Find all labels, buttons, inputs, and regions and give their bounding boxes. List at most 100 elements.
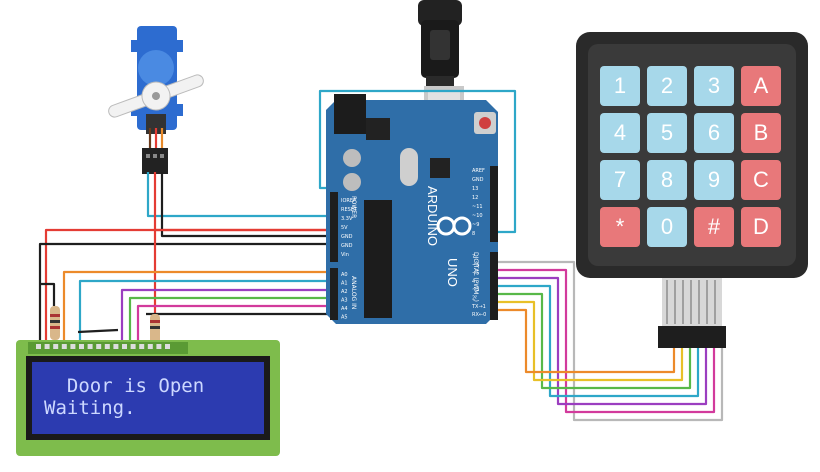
keypad-key-label: B: [754, 120, 769, 145]
keypad-key-label: 5: [661, 120, 673, 145]
keypad-key-label: 2: [661, 73, 673, 98]
power-jack: [334, 94, 366, 134]
keypad-key-label: A: [754, 73, 769, 98]
keypad-key[interactable]: #: [694, 207, 734, 247]
pin-label: ~6: [472, 262, 479, 268]
keypad-key[interactable]: 3: [694, 66, 734, 106]
pin-label: 5V: [341, 225, 348, 231]
keypad-key-label: #: [708, 214, 721, 239]
arduino-uno-board[interactable]: ARDUINO UNO POWER ANALOG IN DIGITAL (PWM…: [326, 94, 498, 324]
digital-header-bottom[interactable]: [490, 252, 498, 320]
servo-horn[interactable]: [104, 66, 208, 127]
digital-header-top[interactable]: [490, 166, 498, 242]
keypad-key-label: 6: [708, 120, 720, 145]
pin-label: A5: [341, 315, 348, 321]
pin-label: GND: [341, 234, 353, 240]
keypad-key-label: 7: [614, 167, 626, 192]
lcd-line-1: Door is Open: [44, 375, 204, 397]
pin-label: ~9: [472, 222, 479, 228]
lcd-pin[interactable]: [130, 344, 136, 349]
lcd-line-2: Waiting.: [44, 397, 136, 419]
lcd-pin[interactable]: [79, 344, 84, 349]
lcd-pin[interactable]: [87, 344, 93, 349]
pin-label: GND: [341, 243, 353, 249]
keypad-key[interactable]: 5: [647, 113, 687, 153]
keypad-key[interactable]: 2: [647, 66, 687, 106]
pin-label: ~3: [472, 287, 479, 293]
keypad-key[interactable]: D: [741, 207, 781, 247]
pin-label: GND: [472, 177, 484, 183]
analog-header-title: ANALOG IN: [350, 276, 357, 309]
pin-label: Vin: [341, 252, 349, 258]
keypad-key[interactable]: 9: [694, 160, 734, 200]
lcd-16x2[interactable]: Door is Open Waiting.: [16, 340, 280, 456]
lcd-pin[interactable]: [44, 344, 50, 349]
lcd-pin[interactable]: [122, 344, 127, 349]
arduino-brand-label: ARDUINO: [425, 186, 440, 246]
lcd-pin[interactable]: [53, 344, 59, 349]
keypad-key[interactable]: B: [741, 113, 781, 153]
keypad-key-label: 1: [614, 73, 626, 98]
keypad-key-label: 0: [661, 214, 673, 239]
lcd-pin-header: [36, 344, 170, 349]
keypad-key[interactable]: 4: [600, 113, 640, 153]
pin-label: A1: [341, 281, 348, 287]
pin-label: ~10: [472, 213, 483, 219]
lcd-pin[interactable]: [96, 344, 102, 349]
keypad-key[interactable]: 8: [647, 160, 687, 200]
lcd-pin[interactable]: [165, 344, 170, 349]
pin-label: A2: [341, 289, 348, 295]
lcd-pin[interactable]: [70, 344, 76, 349]
resistor[interactable]: [50, 306, 60, 340]
power-header[interactable]: [330, 192, 338, 262]
keypad-key[interactable]: C: [741, 160, 781, 200]
pin-label: 13: [472, 186, 478, 192]
keypad-key[interactable]: 1: [600, 66, 640, 106]
pin-label: 7: [472, 254, 475, 260]
keypad-key-label: 9: [708, 167, 720, 192]
keypad-key-label: C: [753, 167, 769, 192]
potentiometer-resistor[interactable]: [150, 314, 160, 344]
keypad-key[interactable]: 0: [647, 207, 687, 247]
power-header-title: POWER: [350, 196, 357, 218]
atmega-chip: [364, 200, 392, 318]
lcd-pin[interactable]: [139, 344, 145, 349]
lcd-pin[interactable]: [36, 344, 41, 349]
wire-set: [38, 89, 724, 422]
pin-label: IOREF: [341, 198, 356, 204]
pin-label: RX←0: [472, 312, 486, 318]
pin-label: AREF: [472, 168, 485, 174]
pin-label: 2: [472, 296, 475, 302]
keypad-key[interactable]: A: [741, 66, 781, 106]
pin-label: 3.3V: [341, 216, 353, 222]
keypad-connector[interactable]: [658, 326, 726, 348]
lcd-pin[interactable]: [147, 344, 153, 349]
lcd-pin[interactable]: [113, 344, 119, 349]
keypad-key[interactable]: *: [600, 207, 640, 247]
servo-connector: [142, 148, 168, 174]
arduino-model-label: UNO: [445, 258, 460, 287]
digital-header-title: DIGITAL (PWM~): [472, 252, 479, 302]
analog-header[interactable]: [330, 268, 338, 320]
arduino-logo-icon: [436, 216, 472, 236]
keypad-key[interactable]: 7: [600, 160, 640, 200]
pin-label: A3: [341, 298, 348, 304]
pin-label: 12: [472, 195, 478, 201]
crystal: [400, 148, 418, 186]
lcd-screen: [32, 362, 264, 434]
lcd-pin[interactable]: [61, 344, 67, 349]
keypad-key-label: 3: [708, 73, 720, 98]
pin-label: ~11: [472, 204, 483, 210]
lcd-pin[interactable]: [156, 344, 162, 349]
servo-motor[interactable]: [104, 26, 208, 134]
lcd-pin[interactable]: [104, 344, 110, 349]
keypad-key[interactable]: 6: [694, 113, 734, 153]
pin-label: ~5: [472, 271, 479, 277]
pin-label: 8: [472, 231, 475, 237]
digital-top-labels: AREF GND 13 12 ~11 ~10 ~9 8: [472, 168, 485, 237]
